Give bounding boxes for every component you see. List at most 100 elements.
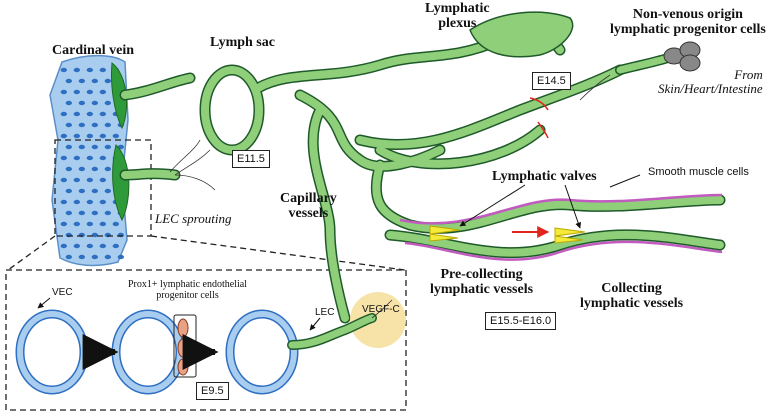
vein-nucleus [86,133,94,139]
vein-nucleus [65,78,73,84]
lymphatic-valves [429,225,586,244]
vein-nucleus [78,144,86,150]
vein-nucleus [104,144,112,150]
vein-nucleus [65,100,73,106]
vein-nucleus [104,78,112,84]
vein-nucleus [73,243,81,249]
vein-nucleus [73,177,81,183]
vein-nucleus [73,89,81,95]
vein-nucleus [99,243,107,249]
vein-nucleus [99,111,107,117]
vein-nucleus [86,155,94,161]
stage-e14-5: E14.5 [532,72,571,91]
vein-nucleus [60,155,68,161]
vein-nucleus [104,188,112,194]
stage-e11-5: E11.5 [232,150,270,169]
flow-arrows [512,97,550,238]
lymphatic-plexus-label: Lymphatic plexus [425,1,490,31]
lymph-sac-label: Lymph sac [210,35,275,50]
vein-nucleus [104,122,112,128]
vein-nucleus [78,254,86,260]
vein-nucleus [99,67,107,73]
vein-nucleus [91,144,99,150]
non-venous-label: Non-venous origin lymphatic progenitor c… [610,7,766,37]
lec-label: LEC [315,307,335,318]
progenitor-cells [579,41,701,101]
vein-nucleus [60,111,68,117]
vein-nucleus [117,254,125,260]
inset-cells [15,292,406,395]
vein-nucleus [65,210,73,216]
vein-nucleus [86,243,94,249]
vein-nucleus [60,89,68,95]
vegfc-label: VEGF-C [362,304,400,315]
vein-nucleus [104,210,112,216]
pointer-arrows [37,174,641,331]
collecting-label: Collecting lymphatic vessels [580,281,684,311]
vein-nucleus [91,188,99,194]
vein-nucleus [86,177,94,183]
vein-nucleus [91,166,99,172]
vein-nucleus [78,78,86,84]
vein-nucleus [73,221,81,227]
vein-nucleus [78,210,86,216]
stage-e9-5: E9.5 [196,382,229,401]
vein-nucleus [65,122,73,128]
vein-nucleus [99,177,107,183]
vein-nucleus [78,188,86,194]
vein-nucleus [73,67,81,73]
vein-nucleus [73,199,81,205]
vein-nucleus [91,254,99,260]
capillary-vessels-label: Capillary vessels [280,191,337,221]
vein-nucleus [91,232,99,238]
vein-nucleus [112,221,120,227]
from-sources-label: From Skin/Heart/Intestine [658,67,763,96]
stage-e15-5: E15.5-E16.0 [485,312,557,331]
vein-nucleus [78,166,86,172]
vein-nucleus [86,221,94,227]
vein-nucleus [91,210,99,216]
vein-nucleus [73,111,81,117]
vein-nucleus [60,243,68,249]
vein-nucleus [112,133,120,139]
vein-nucleus [60,133,68,139]
vein-nucleus [78,122,86,128]
vein-nucleus [91,100,99,106]
vein-nucleus [104,254,112,260]
vein-nucleus [99,89,107,95]
prox1-label: Prox1+ lymphatic endothelial progenitor … [128,279,247,301]
pre-collecting-label: Pre-collecting lymphatic vessels [430,267,534,297]
cardinal-vein-label: Cardinal vein [52,43,135,58]
vein-nucleus [99,155,107,161]
vein-nucleus [78,100,86,106]
vein-nucleus [91,122,99,128]
vein-nucleus [99,221,107,227]
inset-panel [5,269,407,411]
vein-nucleus [86,199,94,205]
vein-nucleus [104,100,112,106]
vein-nucleus [60,221,68,227]
vein-nucleus [60,67,68,73]
sprouting-filopodia [169,139,216,191]
vein-nucleus [65,144,73,150]
vein-nucleus [104,166,112,172]
vein-nucleus [99,133,107,139]
vein-nucleus [91,78,99,84]
vec-label: VEC [52,287,73,298]
lymphatic-valves-label: Lymphatic valves [492,169,597,184]
vein-nucleus [65,166,73,172]
vein-nucleus [60,199,68,205]
vein-nucleus [65,188,73,194]
vein-nucleus [60,177,68,183]
vein-nucleus [86,67,94,73]
vein-nucleus [99,199,107,205]
lymphatic-network [119,11,726,324]
cardinal-vein [49,54,130,267]
vein-nucleus [112,243,120,249]
vein-nucleus [86,89,94,95]
vein-nucleus [73,155,81,161]
vein-nucleus [73,133,81,139]
vein-nucleus [65,254,73,260]
